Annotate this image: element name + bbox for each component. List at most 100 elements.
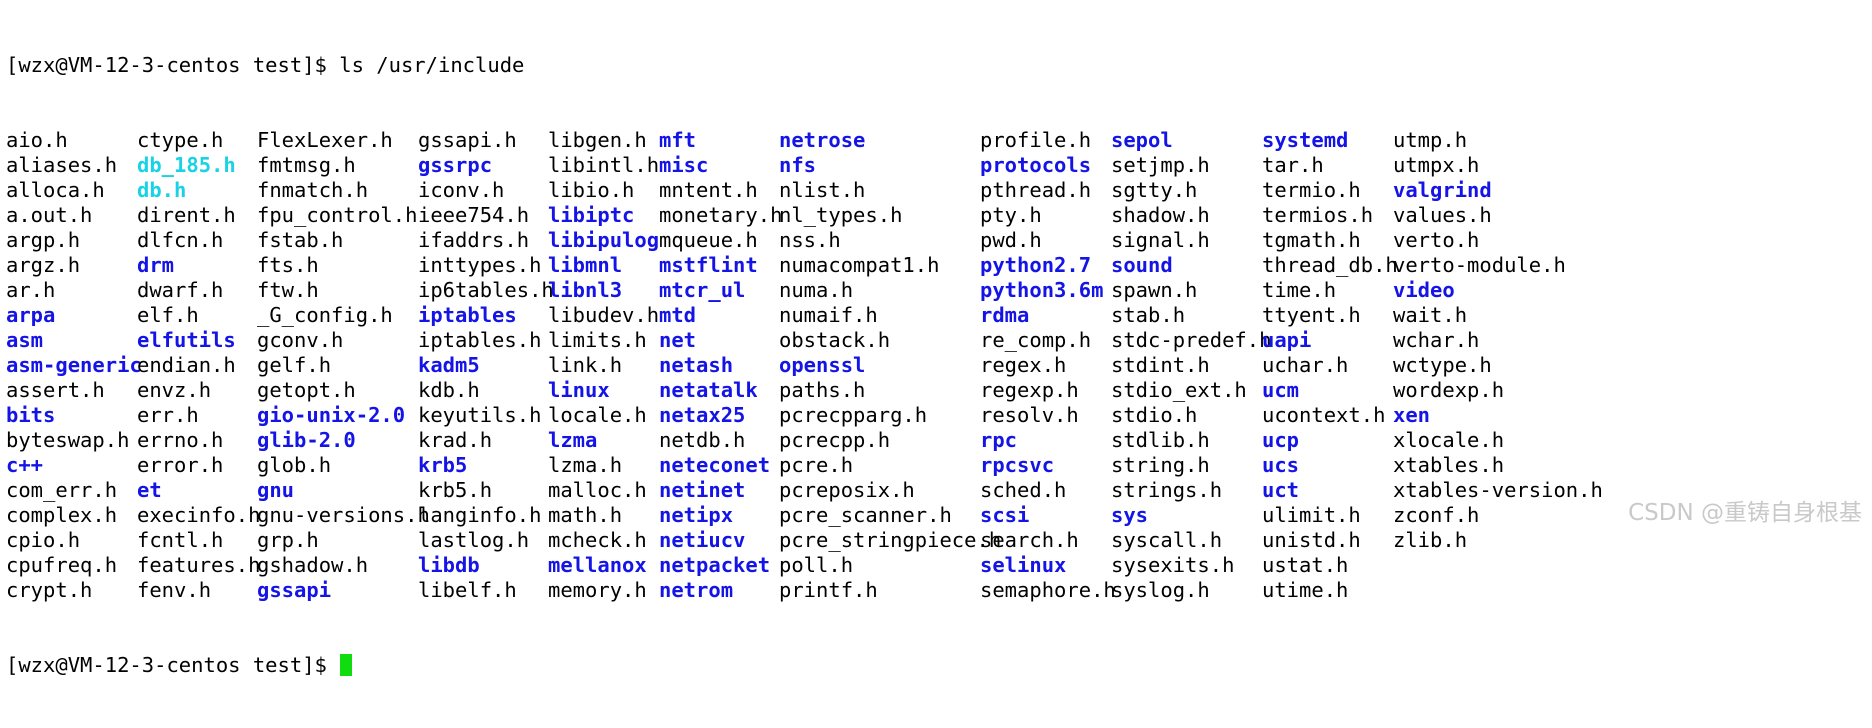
file-entry: crypt.h — [6, 578, 93, 602]
file-entry: iptables.h — [418, 328, 542, 352]
file-entry: stab.h — [1111, 303, 1186, 327]
directory-entry: python2.7 — [980, 253, 1092, 277]
file-entry: re_comp.h — [980, 328, 1092, 352]
terminal-window[interactable]: [wzx@VM-12-3-centos test]$ ls /usr/inclu… — [0, 0, 1872, 677]
file-entry: ftw.h — [257, 278, 319, 302]
directory-entry: linux — [548, 378, 610, 402]
directory-entry: gnu — [257, 478, 295, 502]
directory-entry: glib-2.0 — [257, 428, 356, 452]
file-entry: aio.h — [6, 128, 68, 152]
directory-entry: ucs — [1262, 453, 1300, 477]
watermark: CSDN @重铸自身根基 — [1628, 500, 1862, 526]
file-entry: malloc.h — [548, 478, 647, 502]
file-entry: search.h — [980, 528, 1079, 552]
file-entry: stdio.h — [1111, 403, 1198, 427]
file-entry: lastlog.h — [418, 528, 530, 552]
file-entry: sched.h — [980, 478, 1067, 502]
file-entry: fenv.h — [137, 578, 212, 602]
file-entry: iconv.h — [418, 178, 505, 202]
directory-entry: netiucv — [659, 528, 746, 552]
file-entry: endian.h — [137, 353, 236, 377]
directory-entry: systemd — [1262, 128, 1349, 152]
file-entry: utmpx.h — [1393, 153, 1480, 177]
shell-prompt-2: [wzx@VM-12-3-centos test]$ — [6, 653, 340, 677]
file-entry: link.h — [548, 353, 623, 377]
directory-entry: xen — [1393, 403, 1431, 427]
file-entry: ctype.h — [137, 128, 224, 152]
file-entry: verto-module.h — [1393, 253, 1566, 277]
file-entry: sysexits.h — [1111, 553, 1235, 577]
file-entry: envz.h — [137, 378, 212, 402]
directory-entry: uapi — [1262, 328, 1312, 352]
directory-entry: libiptc — [548, 203, 635, 227]
directory-entry: mellanox — [548, 553, 647, 577]
directory-entry: netrom — [659, 578, 734, 602]
file-entry: execinfo.h — [137, 503, 261, 527]
file-entry: krad.h — [418, 428, 493, 452]
file-entry: xlocale.h — [1393, 428, 1505, 452]
file-entry: fstab.h — [257, 228, 344, 252]
file-entry: inttypes.h — [418, 253, 542, 277]
file-entry: libgen.h — [548, 128, 647, 152]
directory-entry: drm — [137, 253, 175, 277]
file-entry: regexp.h — [980, 378, 1079, 402]
file-entry: time.h — [1262, 278, 1337, 302]
file-entry: fmtmsg.h — [257, 153, 356, 177]
file-entry: termios.h — [1262, 203, 1374, 227]
directory-entry: video — [1393, 278, 1455, 302]
file-entry: paths.h — [779, 378, 866, 402]
file-entry: alloca.h — [6, 178, 105, 202]
file-entry: nlist.h — [779, 178, 866, 202]
file-entry: netdb.h — [659, 428, 746, 452]
file-entry: nl_types.h — [779, 203, 903, 227]
file-entry: glob.h — [257, 453, 332, 477]
file-entry: ulimit.h — [1262, 503, 1361, 527]
file-entry: uchar.h — [1262, 353, 1349, 377]
file-entry: kdb.h — [418, 378, 480, 402]
file-entry: pcre_stringpiece.h — [779, 528, 1002, 552]
file-entry: numa.h — [779, 278, 854, 302]
file-entry: fts.h — [257, 253, 319, 277]
directory-entry: ucp — [1262, 428, 1300, 452]
file-entry: pthread.h — [980, 178, 1092, 202]
file-entry: values.h — [1393, 203, 1492, 227]
file-entry: regex.h — [980, 353, 1067, 377]
file-entry: profile.h — [980, 128, 1092, 152]
file-entry: locale.h — [548, 403, 647, 427]
file-entry: obstack.h — [779, 328, 891, 352]
file-entry: gssapi.h — [418, 128, 517, 152]
file-entry: pcreposix.h — [779, 478, 915, 502]
file-entry: krb5.h — [418, 478, 493, 502]
directory-entry: libdb — [418, 553, 480, 577]
file-entry: wait.h — [1393, 303, 1468, 327]
directory-entry: et — [137, 478, 162, 502]
file-entry: pcre_scanner.h — [779, 503, 952, 527]
file-entry: keyutils.h — [418, 403, 542, 427]
file-entry: fnmatch.h — [257, 178, 369, 202]
file-entry: utmp.h — [1393, 128, 1468, 152]
file-entry: ttyent.h — [1262, 303, 1361, 327]
file-entry: monetary.h — [659, 203, 783, 227]
file-entry: thread_db.h — [1262, 253, 1398, 277]
directory-entry: libipulog — [548, 228, 660, 252]
file-entry: ieee754.h — [418, 203, 530, 227]
file-entry: tar.h — [1262, 153, 1324, 177]
file-entry: stdint.h — [1111, 353, 1210, 377]
file-entry: FlexLexer.h — [257, 128, 393, 152]
file-entry: complex.h — [6, 503, 118, 527]
file-entry: _G_config.h — [257, 303, 393, 327]
input-line[interactable]: [wzx@VM-12-3-centos test]$ — [6, 653, 1872, 678]
file-entry: grp.h — [257, 528, 319, 552]
directory-entry: selinux — [980, 553, 1067, 577]
file-entry: resolv.h — [980, 403, 1079, 427]
file-entry: a.out.h — [6, 203, 93, 227]
file-entry: dwarf.h — [137, 278, 224, 302]
directory-entry: elfutils — [137, 328, 236, 352]
file-entry: fpu_control.h — [257, 203, 418, 227]
directory-entry: valgrind — [1393, 178, 1492, 202]
directory-entry: iptables — [418, 303, 517, 327]
directory-entry: krb5 — [418, 453, 468, 477]
